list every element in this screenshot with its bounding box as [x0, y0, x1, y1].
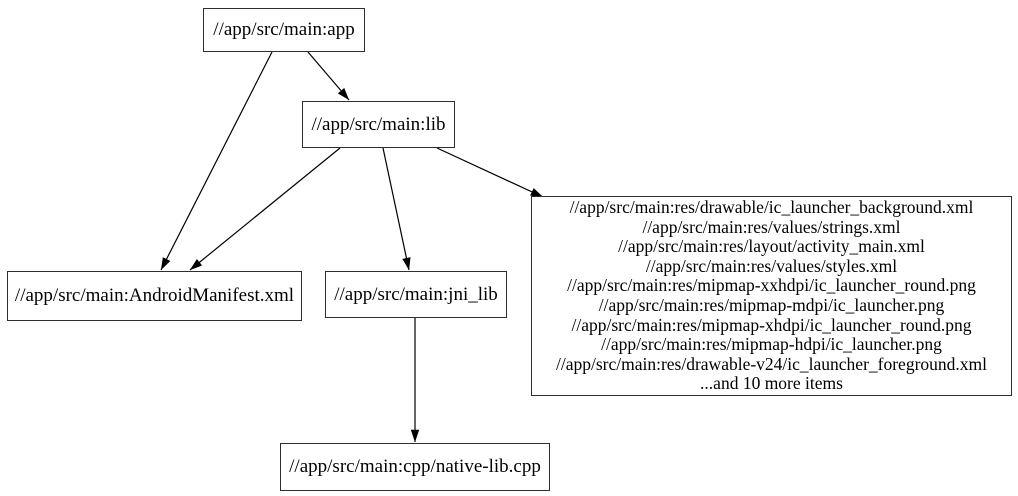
resource-file-line: //app/src/main:res/drawable-v24/ic_launc… [555, 353, 988, 374]
node-label: //app/src/main:AndroidManifest.xml [14, 285, 295, 306]
node-label: //app/src/main:cpp/native-lib.cpp [289, 456, 541, 477]
node-label: //app/src/main:app [213, 19, 355, 40]
resource-file-line: //app/src/main:res/layout/activity_main.… [618, 236, 925, 257]
node-label: //app/src/main:jni_lib [334, 283, 498, 305]
resource-file-line: //app/src/main:res/mipmap-hdpi/ic_launch… [601, 334, 942, 355]
edge-lib-to-jni-lib [382, 147, 411, 271]
edge-lib-to-manifest [189, 147, 341, 271]
edge-app-to-manifest [160, 51, 273, 271]
resource-file-line: //app/src/main:res/mipmap-xxhdpi/ic_laun… [567, 275, 976, 296]
node-jni-lib-target: //app/src/main:jni_lib [325, 271, 507, 318]
node-resources-file-group: //app/src/main:res/drawable/ic_launcher_… [531, 196, 1012, 396]
node-app-target: //app/src/main:app [203, 8, 365, 52]
resource-file-line: //app/src/main:res/mipmap-mdpi/ic_launch… [598, 295, 945, 315]
resource-file-line: //app/src/main:res/values/styles.xml [645, 255, 898, 276]
resource-more-items-line: ...and 10 more items [700, 373, 843, 394]
node-lib-target: //app/src/main:lib [302, 101, 455, 148]
resource-file-line: //app/src/main:res/mipmap-xhdpi/ic_launc… [571, 314, 972, 335]
node-label: //app/src/main:lib [311, 113, 446, 135]
edge-lib-to-resources [436, 147, 544, 198]
resource-file-line: //app/src/main:res/drawable/ic_launcher_… [569, 197, 974, 218]
resource-file-line: //app/src/main:res/values/strings.xml [642, 216, 901, 237]
node-native-lib-cpp: //app/src/main:cpp/native-lib.cpp [280, 443, 550, 491]
node-android-manifest: //app/src/main:AndroidManifest.xml [7, 271, 302, 321]
edge-app-to-lib [307, 51, 350, 101]
